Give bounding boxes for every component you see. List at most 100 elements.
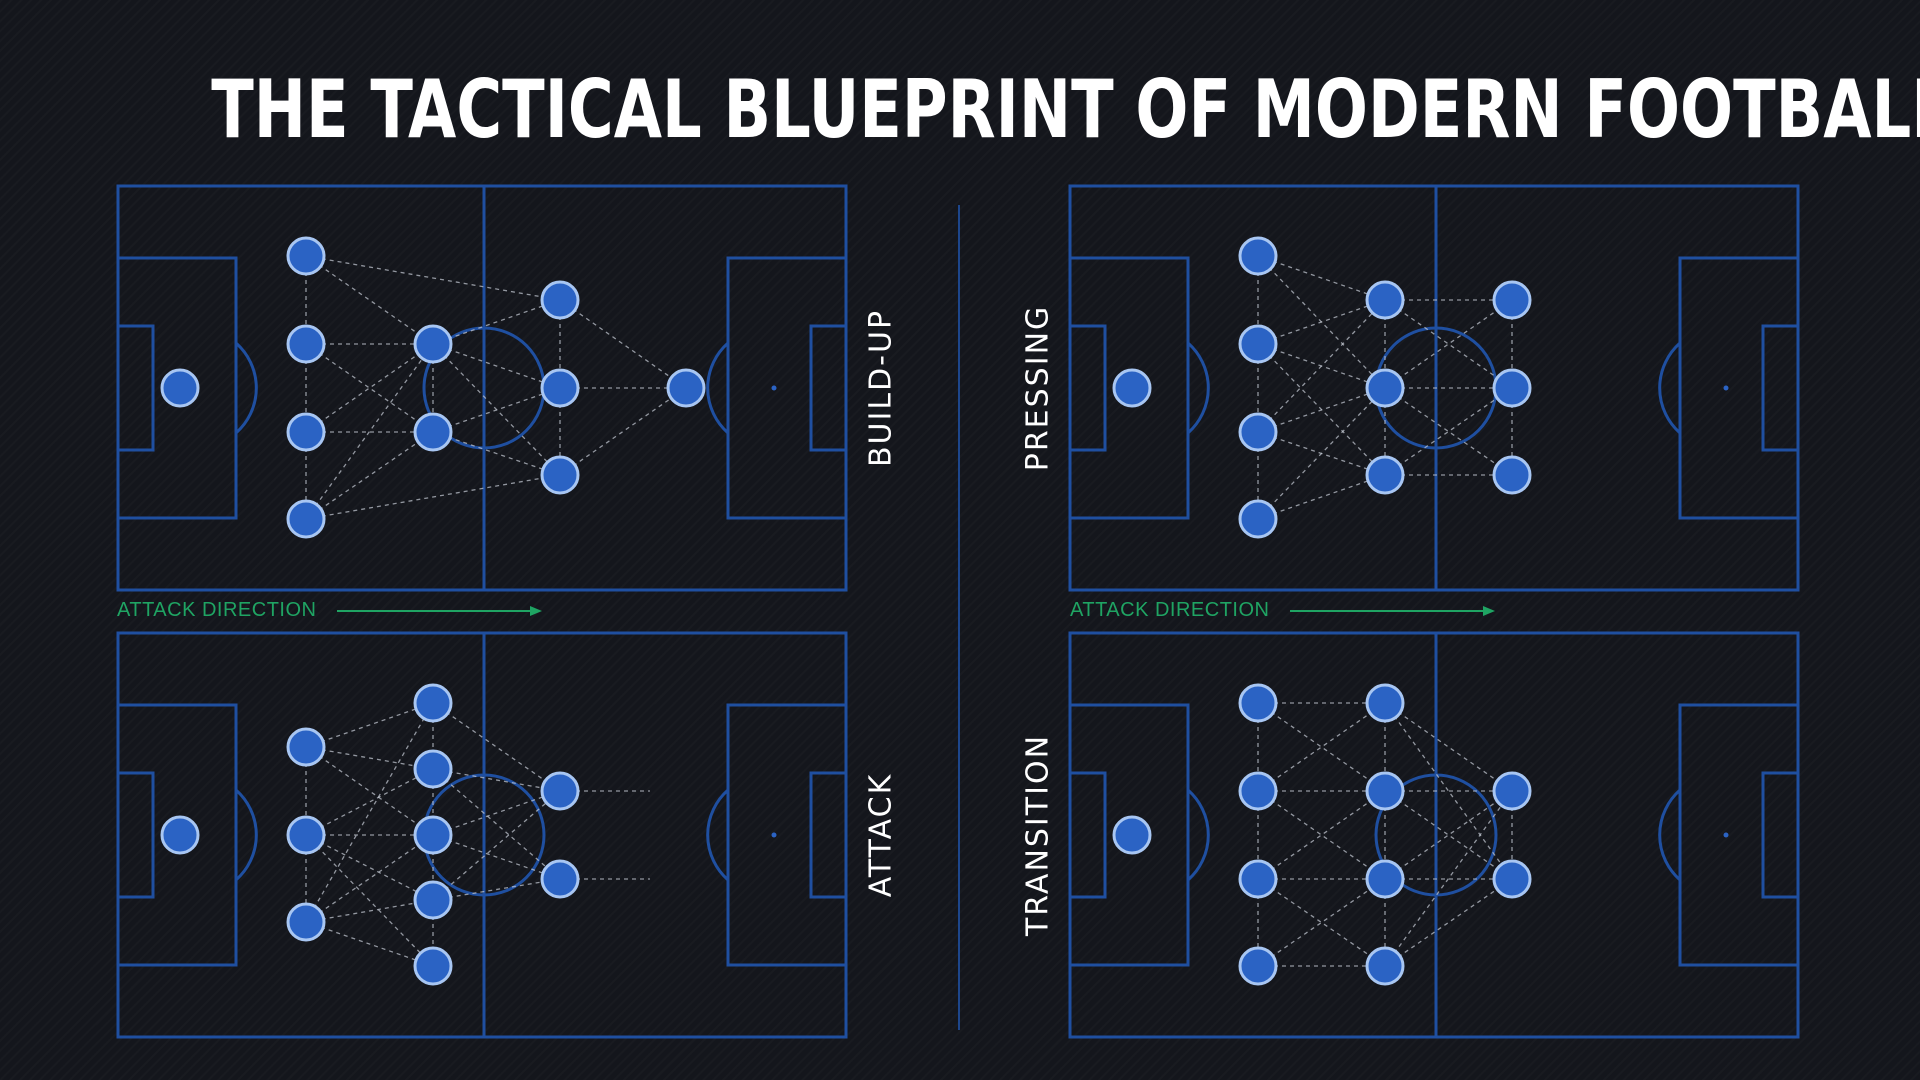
player-marker — [413, 749, 453, 789]
penalty-spot — [1723, 385, 1729, 391]
right-penalty-box — [1678, 256, 1800, 520]
pass-link — [1257, 255, 1386, 301]
pass-link — [1384, 387, 1513, 476]
center-divider — [958, 205, 960, 1030]
player-marker — [540, 859, 580, 899]
formation — [160, 236, 706, 539]
left-penalty-box — [1068, 256, 1190, 520]
center-circle — [1374, 773, 1498, 897]
left-penalty-box — [116, 256, 238, 520]
pass-link — [305, 834, 434, 923]
pass-link — [1257, 878, 1386, 967]
pass-link — [432, 790, 561, 836]
right-goal-box — [809, 324, 848, 452]
pass-link — [1384, 702, 1513, 792]
pass-link — [1257, 790, 1386, 880]
pass-link — [305, 746, 434, 836]
right-penalty-arc — [706, 788, 729, 882]
attack-direction-text: ATTACK DIRECTION — [1070, 599, 1270, 621]
player-marker — [540, 455, 580, 495]
pass-link — [305, 768, 434, 836]
right-penalty-arc — [1658, 341, 1681, 435]
pass-link — [1384, 299, 1513, 389]
player-marker — [666, 368, 706, 408]
player-marker — [286, 902, 326, 942]
pass-link — [305, 343, 434, 520]
player-marker — [160, 368, 200, 408]
player-marker — [413, 324, 453, 364]
right-penalty-box — [726, 703, 848, 967]
left-goal-box — [116, 771, 155, 899]
pass-link — [432, 387, 561, 433]
player-marker — [286, 727, 326, 767]
right-goal-box — [1761, 324, 1800, 452]
pass-link — [1257, 343, 1386, 476]
player-marker — [1492, 771, 1532, 811]
pass-link — [432, 343, 561, 476]
player-marker — [413, 815, 453, 855]
player-marker — [413, 880, 453, 920]
pass-link — [432, 299, 561, 345]
pass-link — [1257, 702, 1386, 792]
pass-link — [1257, 255, 1386, 389]
label-attack: ATTACK — [863, 772, 899, 898]
left-goal-box — [116, 324, 155, 452]
pass-link — [559, 299, 687, 389]
pitch-outline — [116, 184, 848, 592]
player-marker — [1238, 771, 1278, 811]
pass-link — [305, 431, 434, 520]
pass-link — [432, 768, 561, 880]
penalty-spot — [771, 385, 777, 391]
label-pressing: PRESSING — [1020, 304, 1056, 472]
arrow-right-icon — [336, 605, 542, 616]
pass-link — [432, 702, 561, 792]
pass-link — [432, 790, 561, 901]
player-marker — [1365, 859, 1405, 899]
pass-link — [1257, 387, 1386, 433]
pitch-outline — [1068, 631, 1800, 1039]
right-goal-box — [1761, 771, 1800, 899]
player-marker — [413, 412, 453, 452]
pass-link — [305, 255, 561, 301]
left-goal-box — [1068, 771, 1107, 899]
pass-link — [1384, 702, 1513, 880]
pass-link — [1384, 790, 1513, 967]
attack-direction-text: ATTACK DIRECTION — [117, 599, 317, 621]
player-marker — [1238, 859, 1278, 899]
penalty-spot — [1723, 832, 1729, 838]
center-circle — [1374, 326, 1498, 450]
player-marker — [1365, 368, 1405, 408]
pass-link — [1257, 343, 1386, 389]
left-penalty-arc — [1187, 788, 1210, 882]
player-marker — [286, 412, 326, 452]
formation — [1112, 236, 1532, 539]
player-marker — [1492, 455, 1532, 495]
right-penalty-box — [726, 256, 848, 520]
pass-link — [305, 255, 434, 345]
left-penalty-box — [116, 703, 238, 967]
pass-link — [1384, 878, 1513, 967]
right-penalty-arc — [1658, 788, 1681, 882]
pass-link — [305, 921, 434, 967]
pass-link — [1384, 299, 1513, 389]
attack-direction-left: ATTACK DIRECTION — [117, 599, 542, 622]
pass-link — [1257, 299, 1386, 345]
right-penalty-arc — [706, 341, 729, 435]
player-marker — [1238, 683, 1278, 723]
player-marker — [1365, 455, 1405, 495]
formation — [160, 683, 650, 986]
pitch-outline — [1068, 184, 1800, 592]
penalty-spot — [771, 832, 777, 838]
attack-direction-right: ATTACK DIRECTION — [1070, 599, 1495, 622]
pass-link — [1384, 790, 1513, 880]
pass-link — [559, 387, 687, 476]
label-transition: TRANSITION — [1020, 733, 1056, 937]
left-penalty-arc — [235, 341, 258, 435]
player-marker — [1365, 280, 1405, 320]
player-marker — [1238, 499, 1278, 539]
pass-link — [1257, 702, 1386, 792]
pass-link — [1257, 878, 1386, 967]
left-penalty-arc — [1187, 341, 1210, 435]
